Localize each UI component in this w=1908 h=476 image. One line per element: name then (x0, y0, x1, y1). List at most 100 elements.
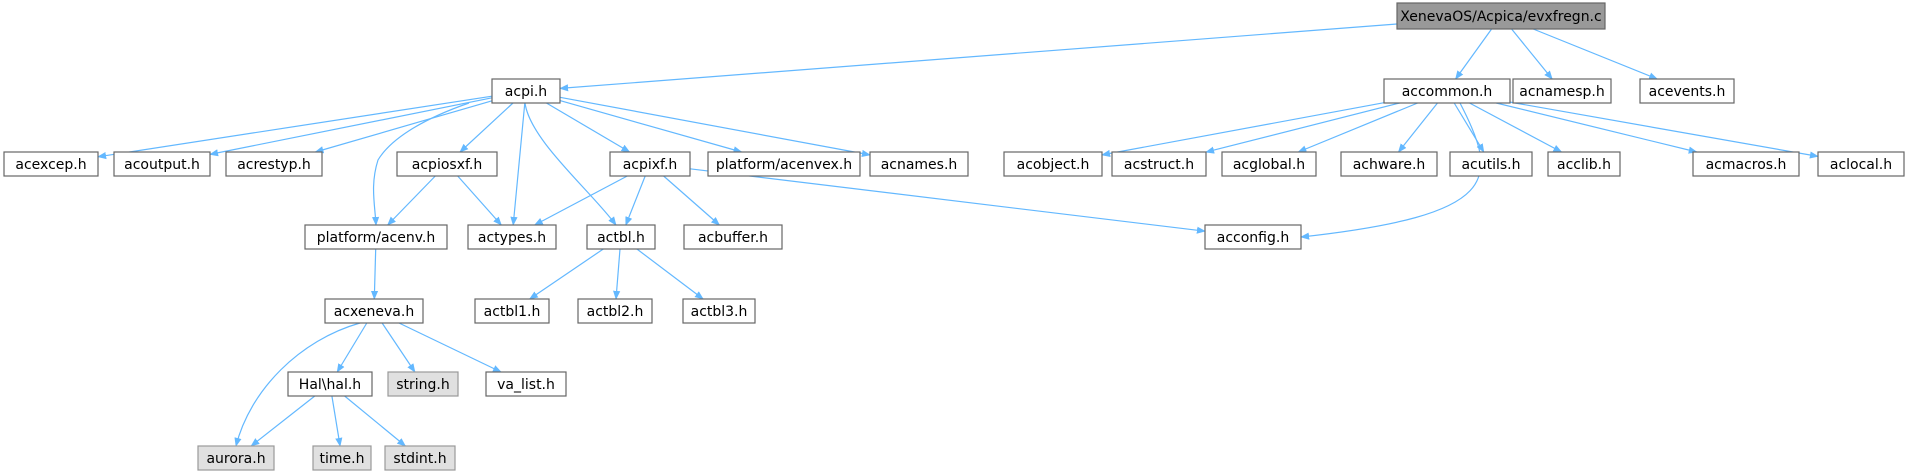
edge-acpi-to-acenv (371, 102, 470, 226)
edge-root-to-acpi (559, 23, 1398, 92)
node-acnames[interactable]: acnames.h (869, 151, 969, 177)
node-halh[interactable]: Hal\hal.h (287, 371, 373, 397)
node-label-acnamesp: acnamesp.h (1519, 84, 1604, 100)
node-achware[interactable]: achware.h (1340, 151, 1438, 177)
node-acenvex[interactable]: platform/acenvex.h (707, 151, 861, 177)
node-box-acrestyp (225, 151, 323, 177)
node-acpiosxf[interactable]: acpiosxf.h (396, 151, 498, 177)
node-acoutput[interactable]: acoutput.h (113, 151, 211, 177)
edge-acxeneva-to-aurora (234, 322, 361, 447)
node-aclocal[interactable]: aclocal.h (1817, 151, 1905, 177)
node-label-acenvex: platform/acenvex.h (716, 157, 852, 173)
node-label-acglobal: acglobal.h (1233, 157, 1305, 173)
node-actbl1[interactable]: actbl1.h (474, 298, 550, 324)
edge-halh-to-aurora (250, 395, 316, 447)
edge-acxeneva-to-string (381, 322, 416, 373)
node-actbl3[interactable]: actbl3.h (682, 298, 756, 324)
edge-accommon-to-acmacros (1496, 102, 1698, 154)
node-label-actbl1: actbl1.h (484, 304, 541, 320)
node-box-acutils (1449, 151, 1533, 177)
node-label-acclib: acclib.h (1557, 157, 1611, 173)
node-acutils[interactable]: acutils.h (1449, 151, 1533, 177)
node-acevents[interactable]: acevents.h (1639, 78, 1735, 104)
edge-acpi-to-acrestyp (314, 100, 493, 154)
node-box-acmacros (1692, 151, 1800, 177)
node-acxeneva[interactable]: acxeneva.h (324, 298, 424, 324)
node-actbl2[interactable]: actbl2.h (577, 298, 653, 324)
node-label-root: XenevaOS/Acpica/evxfregn.c (1400, 9, 1601, 25)
node-box-valist (485, 371, 567, 397)
edge-acpi-to-acnames (559, 96, 871, 157)
edge-actbl-to-actbl3 (636, 248, 704, 300)
edge-accommon-to-acstruct (1205, 102, 1400, 154)
node-box-acpixf (609, 151, 691, 177)
node-box-acstruct (1111, 151, 1207, 177)
node-acexcep[interactable]: acexcep.h (3, 151, 99, 177)
node-label-acenv: platform/acenv.h (317, 230, 436, 246)
node-acmacros[interactable]: acmacros.h (1692, 151, 1800, 177)
edge-acpi-to-actypes (510, 102, 526, 226)
node-label-acobject: acobject.h (1017, 157, 1090, 173)
node-time: time.h (312, 445, 372, 471)
node-box-acpi (491, 78, 561, 104)
node-box-acenvex (707, 151, 861, 177)
edge-accommon-to-acglobal (1297, 102, 1418, 153)
node-accommon[interactable]: accommon.h (1383, 78, 1511, 104)
node-acobject[interactable]: acobject.h (1003, 151, 1103, 177)
node-label-aurora: aurora.h (206, 451, 265, 467)
node-box-acbuffer (683, 224, 783, 250)
node-box-aclocal (1817, 151, 1905, 177)
node-box-acobject (1003, 151, 1103, 177)
edge-acpixf-to-actbl (625, 175, 646, 226)
edge-accommon-to-acobject (1101, 102, 1385, 157)
node-acrestyp[interactable]: acrestyp.h (225, 151, 323, 177)
node-acenv[interactable]: platform/acenv.h (304, 224, 448, 250)
node-box-aurora (197, 445, 275, 471)
edge-acxeneva-to-valist (398, 322, 502, 373)
edge-root-to-acnamesp (1511, 28, 1553, 80)
edge-acpixf-to-acconfig (689, 168, 1206, 234)
node-box-actbl (586, 224, 656, 250)
node-label-stdint: stdint.h (393, 451, 446, 467)
node-label-acmacros: acmacros.h (1706, 157, 1787, 173)
node-acbuffer[interactable]: acbuffer.h (683, 224, 783, 250)
edge-acpi-to-acoutput (209, 97, 493, 157)
node-root[interactable]: XenevaOS/Acpica/evxfregn.c (1396, 2, 1606, 30)
node-acpixf[interactable]: acpixf.h (609, 151, 691, 177)
node-label-accommon: accommon.h (1402, 84, 1493, 100)
node-aurora: aurora.h (197, 445, 275, 471)
node-label-acoutput: acoutput.h (124, 157, 200, 173)
node-acglobal[interactable]: acglobal.h (1221, 151, 1317, 177)
node-actbl[interactable]: actbl.h (586, 224, 656, 250)
node-box-acglobal (1221, 151, 1317, 177)
node-box-root (1396, 2, 1606, 30)
node-acpi[interactable]: acpi.h (491, 78, 561, 104)
node-layer: XenevaOS/Acpica/evxfregn.c acpi.h accommon… (3, 2, 1905, 471)
node-box-acoutput (113, 151, 211, 177)
node-box-acevents (1639, 78, 1735, 104)
node-acconfig[interactable]: acconfig.h (1204, 224, 1302, 250)
edge-root-to-accommon (1455, 28, 1493, 80)
edge-actbl-to-actbl2 (613, 248, 621, 300)
node-acnamesp[interactable]: acnamesp.h (1512, 78, 1612, 104)
edge-actbl-to-actbl1 (528, 248, 604, 300)
node-box-actbl2 (577, 298, 653, 324)
node-box-actypes (467, 224, 557, 250)
node-actypes[interactable]: actypes.h (467, 224, 557, 250)
node-label-actbl: actbl.h (597, 230, 645, 246)
edge-acpi-to-acpixf (546, 102, 631, 153)
node-acstruct[interactable]: acstruct.h (1111, 151, 1207, 177)
node-box-accommon (1383, 78, 1511, 104)
edge-acpixf-to-acbuffer (663, 175, 721, 226)
node-valist[interactable]: va_list.h (485, 371, 567, 397)
edge-accommon-to-acutils (1453, 102, 1485, 153)
edge-accommon-to-achware (1397, 102, 1438, 153)
edge-halh-to-time (331, 395, 343, 447)
node-box-acxeneva (324, 298, 424, 324)
node-box-actbl1 (474, 298, 550, 324)
node-stdint: stdint.h (384, 445, 456, 471)
node-label-actypes: actypes.h (478, 230, 546, 246)
node-label-actbl2: actbl2.h (587, 304, 644, 320)
node-label-acpi: acpi.h (505, 84, 547, 100)
node-acclib[interactable]: acclib.h (1547, 151, 1621, 177)
